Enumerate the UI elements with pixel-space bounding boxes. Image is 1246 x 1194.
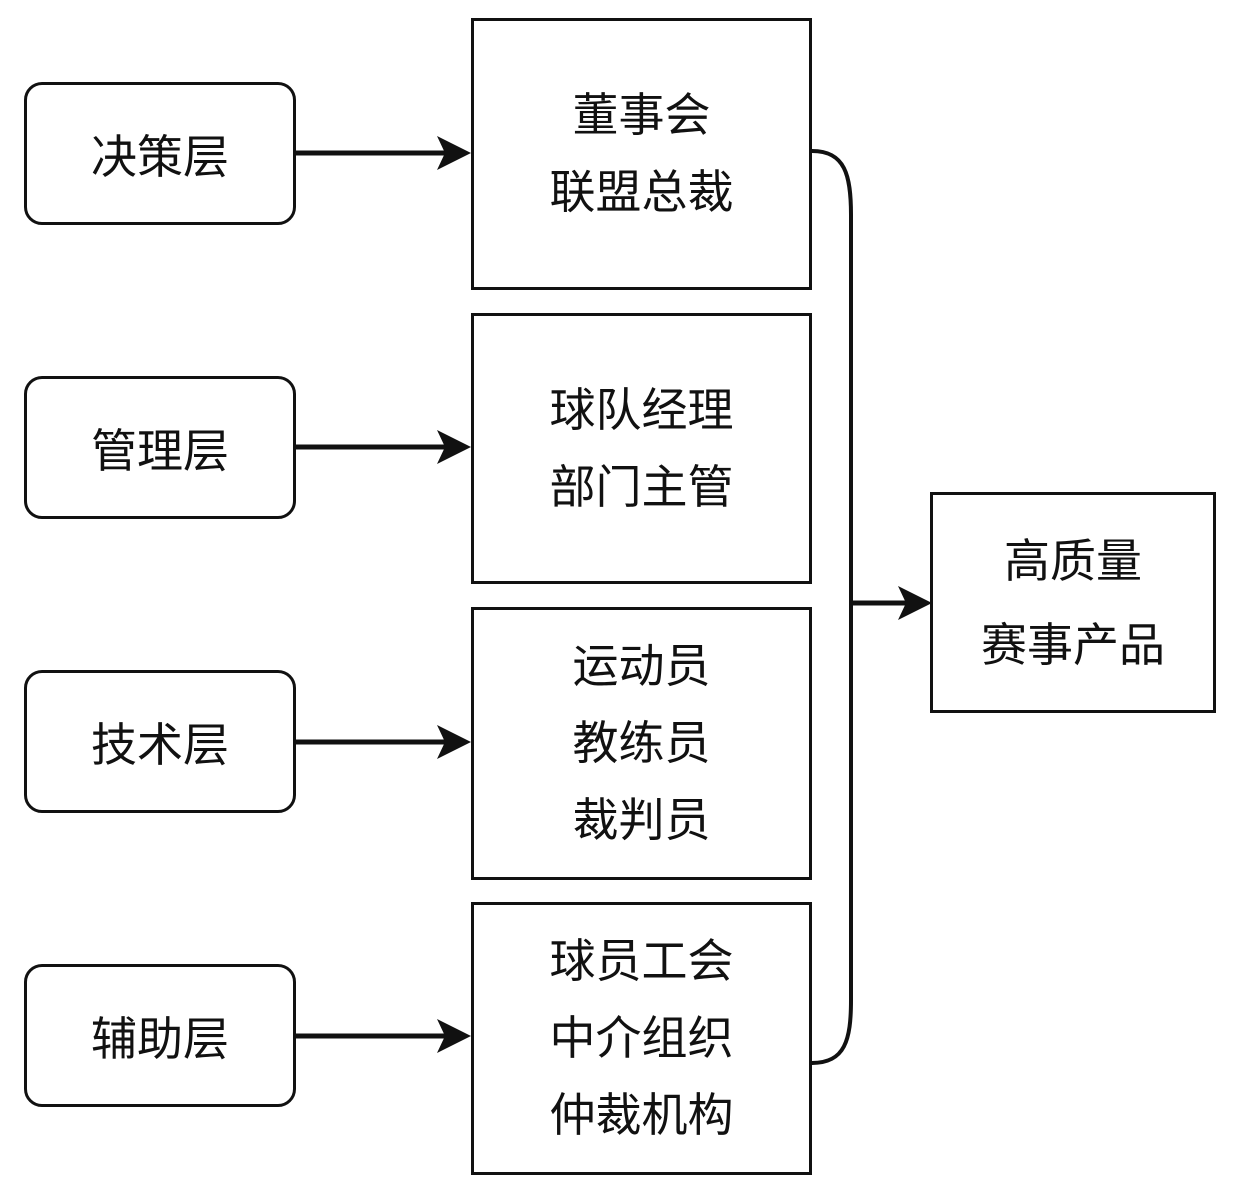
brace-to-result-arrow [851, 586, 932, 620]
arrowhead-icon [437, 725, 471, 759]
arrowhead-icon [437, 1019, 471, 1053]
role-line: 部门主管 [549, 459, 734, 514]
result-line: 高质量 [1004, 533, 1142, 588]
role-line: 中介组织 [549, 1011, 734, 1065]
arrowhead-icon [898, 586, 932, 620]
layer-label: 辅助层 [91, 1011, 229, 1066]
role-box-board: 董事会 联盟总裁 [471, 18, 812, 290]
layer-to-role-arrows [296, 136, 471, 1053]
layer-support: 辅助层 [24, 964, 296, 1107]
role-box-managers: 球队经理 部门主管 [471, 313, 812, 584]
role-line: 仲裁机构 [549, 1088, 734, 1142]
role-line: 教练员 [572, 716, 711, 770]
role-box-organizations: 球员工会 中介组织 仲裁机构 [471, 902, 812, 1175]
role-line: 董事会 [572, 88, 711, 142]
layer-decision: 决策层 [24, 82, 296, 225]
layer-technical: 技术层 [24, 670, 296, 813]
role-line: 球员工会 [549, 934, 734, 988]
grouping-brace [811, 149, 853, 1065]
role-box-staff: 运动员 教练员 裁判员 [471, 607, 812, 880]
role-line: 裁判员 [572, 793, 711, 847]
arrowhead-icon [437, 136, 471, 170]
layer-label: 技术层 [91, 717, 229, 772]
role-line: 运动员 [572, 639, 711, 693]
layer-management: 管理层 [24, 376, 296, 519]
role-line: 联盟总裁 [549, 165, 734, 219]
layer-label: 管理层 [91, 423, 229, 478]
role-line: 球队经理 [549, 382, 734, 437]
result-line: 赛事产品 [981, 617, 1165, 672]
layer-label: 决策层 [91, 129, 229, 184]
arrowhead-icon [437, 430, 471, 464]
result-box: 高质量 赛事产品 [930, 492, 1216, 713]
